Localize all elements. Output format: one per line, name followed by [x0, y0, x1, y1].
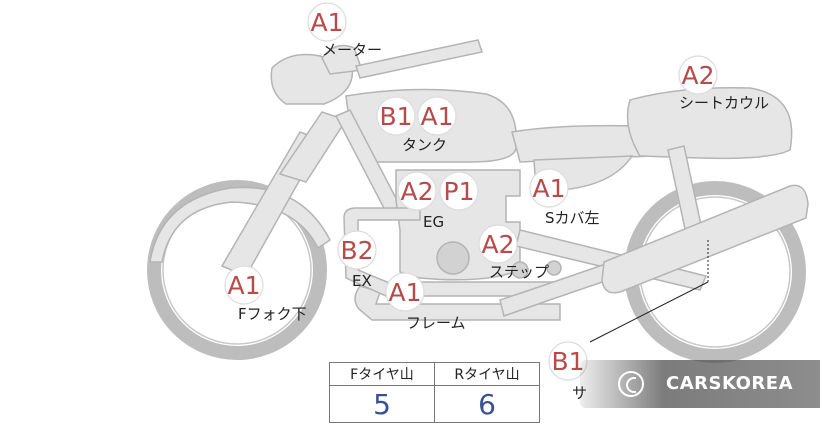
front-tire-header: Fタイヤ山 — [329, 362, 435, 386]
badge-code: B1 — [551, 347, 584, 376]
label-seat-cowl: シートカウル — [679, 94, 769, 112]
rear-tire-header: Rタイヤ山 — [434, 362, 540, 386]
badge-code: A1 — [532, 174, 565, 203]
tire-tread-table: Fタイヤ山 Rタイヤ山 5 6 — [329, 362, 540, 423]
label-side-cover: Sカバ左 — [545, 209, 600, 227]
leader-line — [589, 281, 709, 343]
badge-code: A1 — [310, 8, 343, 37]
badge: B1 — [548, 341, 588, 381]
carskorea-logo-icon — [618, 371, 644, 397]
label-step: ステップ — [489, 263, 549, 281]
badge-code: A2 — [481, 230, 514, 259]
badge-code: B1 — [379, 102, 412, 131]
fork-upper — [278, 111, 348, 183]
badge: A2 — [678, 55, 718, 95]
badge: P1 — [439, 171, 479, 211]
label-fork: Fフォク下 — [238, 305, 307, 323]
label-meter: メーター — [322, 41, 382, 59]
badge: A1 — [529, 168, 569, 208]
step-peg — [511, 261, 529, 279]
badge: A2 — [397, 171, 437, 211]
engine-cover — [436, 241, 470, 275]
badge: A2 — [478, 224, 518, 264]
badge: A1 — [307, 2, 347, 42]
muffler — [601, 184, 809, 294]
label-tank: タンク — [402, 136, 447, 154]
badge-code: A2 — [681, 61, 714, 90]
front-tire-value: 5 — [329, 385, 435, 423]
badge: A1 — [417, 96, 457, 136]
badge-code: A1 — [388, 278, 421, 307]
handlebar — [355, 39, 483, 79]
label-engine: EG — [423, 213, 444, 231]
badge-code: A1 — [420, 102, 453, 131]
badge-code: B2 — [340, 236, 373, 265]
step-peg-rear — [546, 260, 562, 276]
badge-code: P1 — [444, 177, 475, 206]
badge: A1 — [224, 265, 264, 305]
rear-tire-value: 6 — [434, 385, 540, 423]
label-exhaust: EX — [352, 272, 372, 290]
watermark-text: CARSKOREA — [666, 373, 793, 394]
badge: A1 — [385, 272, 425, 312]
badge-code: A1 — [227, 271, 260, 300]
label-frame: フレーム — [406, 314, 466, 332]
badge: B1 — [376, 96, 416, 136]
watermark: CARSKOREA — [580, 360, 820, 408]
badge-code: A2 — [400, 177, 433, 206]
badge: B2 — [337, 230, 377, 270]
